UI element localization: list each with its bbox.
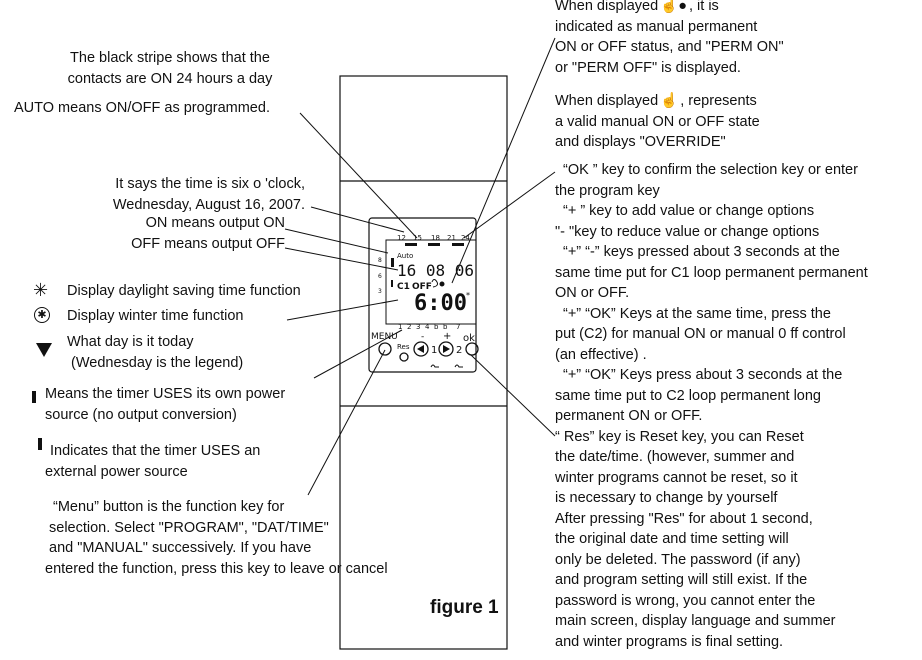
device-hour-18: 18 <box>431 234 440 242</box>
snowflake-icon: ✱ <box>34 307 50 323</box>
device-res-label: Res <box>397 343 410 351</box>
plus-arrow-icon <box>443 345 450 353</box>
device-day-5: b <box>434 323 439 331</box>
hand-icon: ☝ <box>660 93 679 109</box>
device-time: 6:00 <box>414 291 467 316</box>
device-scale-3: 3 <box>378 288 382 295</box>
device-hour-12: 12 <box>397 234 406 242</box>
timer-housing <box>339 75 508 650</box>
day-label: What day is it today(Wednesday is the le… <box>67 334 244 371</box>
device-state: OFF <box>412 282 432 292</box>
device-channel: C1 <box>397 282 410 292</box>
minus-button[interactable] <box>413 341 429 357</box>
auto-label: AUTO means ON/OFF as programmed. <box>14 100 270 116</box>
device-mode-auto: Auto <box>397 252 413 260</box>
time-label: It says the time is six o 'clock,Wednesd… <box>112 176 305 213</box>
display-power-bar <box>391 258 394 267</box>
device-scale-8: 8 <box>378 257 382 264</box>
device-menu-label: MENU <box>371 332 398 342</box>
device-ok-label: ok <box>463 333 475 344</box>
external-power-icon <box>38 438 42 450</box>
device-day-3: 3 <box>416 323 420 331</box>
plus-button[interactable] <box>438 341 454 357</box>
leader-lines <box>284 37 556 496</box>
dst-label: Display daylight saving time function <box>67 283 301 299</box>
figure-caption: figure 1 <box>430 597 499 618</box>
device-day-2: 2 <box>407 323 411 331</box>
ok-button[interactable] <box>465 342 479 356</box>
device-hour-21: 21 <box>447 234 456 242</box>
keys-label: “OK ” key to confirm the selection key o… <box>555 162 868 650</box>
device-hour-24: 24 <box>461 234 470 242</box>
device-day-6: b <box>443 323 448 331</box>
bottom-hand-icons <box>430 364 463 368</box>
minus-arrow-icon <box>417 345 424 353</box>
device-plus-label: + <box>443 331 451 342</box>
device-scale-6: 6 <box>378 273 382 280</box>
menu-button-label: “Menu” button is the function key for se… <box>45 499 388 577</box>
device-day-4: 4 <box>425 323 430 331</box>
device-day-7: 7 <box>456 323 460 331</box>
own-power-icon <box>32 391 36 403</box>
device-num-1: 1 <box>431 345 437 356</box>
winter-label: Display winter time function <box>67 308 244 324</box>
device-minus-label: - <box>421 332 424 342</box>
res-button[interactable] <box>399 352 409 362</box>
device-date: 16 08 06 <box>397 261 474 280</box>
perm-label: When displayed☝●, it is indicated as man… <box>555 0 784 76</box>
hand-dot-icon: ☝● <box>660 0 687 14</box>
display-hand-icon <box>431 279 445 288</box>
off-label: OFF means output OFF <box>131 236 285 252</box>
device-hour-15: 15 <box>413 234 422 242</box>
hour-stripe <box>405 243 464 246</box>
sun-icon: ✳ <box>33 280 49 300</box>
display-power-bar-2 <box>391 280 393 287</box>
device-day-1: 1 <box>398 323 402 331</box>
device-asterisk: * <box>466 291 470 300</box>
on-label: ON means output ON <box>145 215 285 231</box>
override-label: When displayed☝, represents , represents… <box>555 93 760 150</box>
device-num-2: 2 <box>456 345 462 356</box>
day-marker-icon <box>36 343 52 357</box>
menu-button[interactable] <box>378 342 392 356</box>
